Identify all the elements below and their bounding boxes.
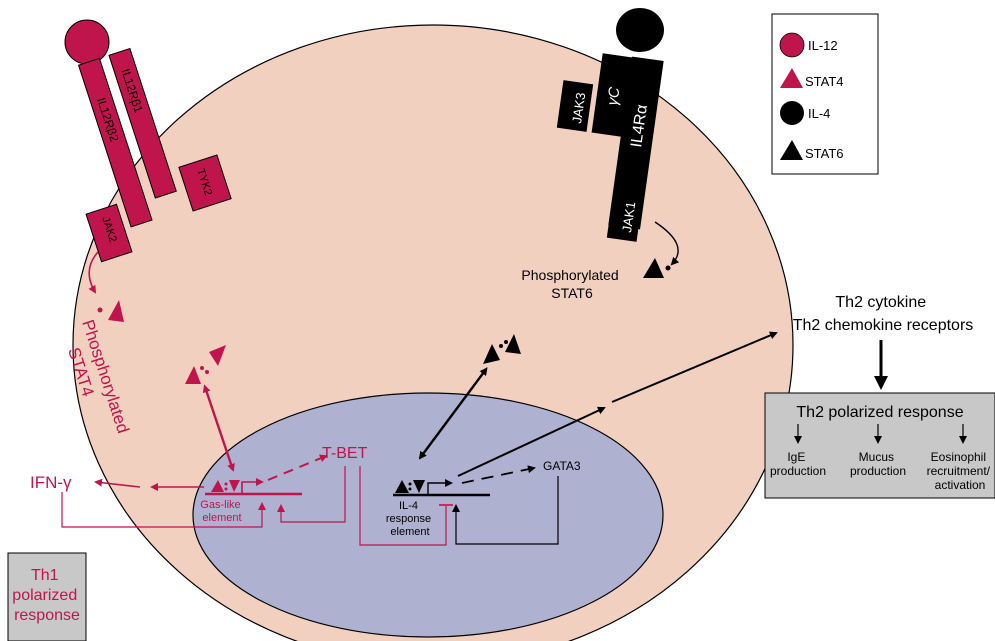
il4-receptor: JAK3 γC IL4Rα JAK1 (556, 8, 664, 242)
jak2-kinase (85, 203, 133, 263)
legend-item-stat4: STAT4 (780, 68, 844, 89)
il4-to-gata3-dashed-arrow (461, 465, 536, 484)
stat6-nuclear-arrow (418, 367, 488, 460)
tbet-autofeedback (277, 466, 346, 523)
th2-cytokine-label: Th2 cytokine Th2 chemokine receptors (793, 294, 974, 334)
gata3-feedback-loop (452, 476, 559, 545)
ifng-feedback-loop (61, 492, 266, 528)
il4-to-th2-cytokine-arrow-1 (457, 406, 606, 477)
stat4-dimer-cytoplasm (185, 345, 226, 384)
jak1-kinase (606, 190, 644, 242)
jak1-to-stat6-arrow (654, 221, 680, 266)
il12-receptor: IL12Rβ2 IL12Rβ1 JAK2 TYK2 (64, 19, 232, 263)
jak1-label: JAK1 (619, 201, 638, 234)
th2-outcome-ige: IgE production (770, 450, 826, 478)
stat4-nuclear-arrow (202, 384, 235, 472)
svg-text:STAT6: STAT6 (805, 146, 844, 161)
legend-item-stat6: STAT6 (780, 140, 844, 161)
gata3-label: GATA3 (543, 459, 581, 473)
svg-text:IL-12: IL-12 (808, 38, 838, 53)
th1-response-box: Th1 polarized response (7, 552, 87, 641)
th2-box-title: Th2 polarized response (796, 404, 963, 421)
il12rb2-chain (77, 57, 153, 228)
il4-ligand (616, 8, 664, 52)
gas-to-tbet-dashed-arrow (267, 454, 328, 481)
tbet-label: T-BET (322, 445, 368, 462)
th2-outcome-mucus: Mucus production (850, 450, 906, 478)
gamma-c-chain (591, 53, 633, 137)
gas-element-label: Gas-like element (200, 499, 243, 524)
legend-item-il4: IL-4 (780, 101, 830, 125)
il4-response-element (393, 479, 490, 497)
legend-item-il12: IL-12 (779, 32, 838, 58)
il12-ligand (64, 19, 110, 65)
il4-element-label: IL-4 response element (386, 500, 434, 538)
stat6-dimer-cytoplasm (483, 334, 521, 364)
jak2-to-stat4-arrow (88, 251, 99, 294)
th2-outcome-eosinophil: Eosinophil recruitment/ activation (927, 450, 994, 492)
tbet-inhibits-il4 (359, 466, 447, 546)
il4ra-chain (608, 56, 664, 230)
gas-like-element (205, 478, 302, 496)
gas-to-ifng-arrow-2 (94, 478, 141, 488)
phospho-stat6-label: Phosphorylated STAT6 (521, 267, 622, 301)
il4-to-th2-cytokine-arrow-2 (611, 331, 778, 403)
phospho-stat4-icon (97, 300, 124, 322)
th2-response-box: Th2 polarized response IgE production Mu… (764, 392, 995, 499)
gamma-c-label: γC (604, 86, 623, 107)
il4ra-label: IL4Rα (628, 104, 651, 149)
ifn-gamma-label: IFN-γ (30, 473, 72, 492)
jak3-label: JAK3 (569, 92, 588, 125)
svg-text:STAT4: STAT4 (805, 74, 844, 89)
jak3-kinase (556, 80, 594, 132)
il12rb1-chain (108, 47, 177, 199)
tyk2-kinase (178, 154, 232, 212)
legend: IL-12 STAT4 IL-4 STAT6 (771, 13, 879, 175)
phospho-stat6-icon (643, 258, 671, 278)
svg-text:IL-4: IL-4 (808, 106, 830, 121)
th1-box-label: Th1 polarized response (12, 567, 81, 624)
